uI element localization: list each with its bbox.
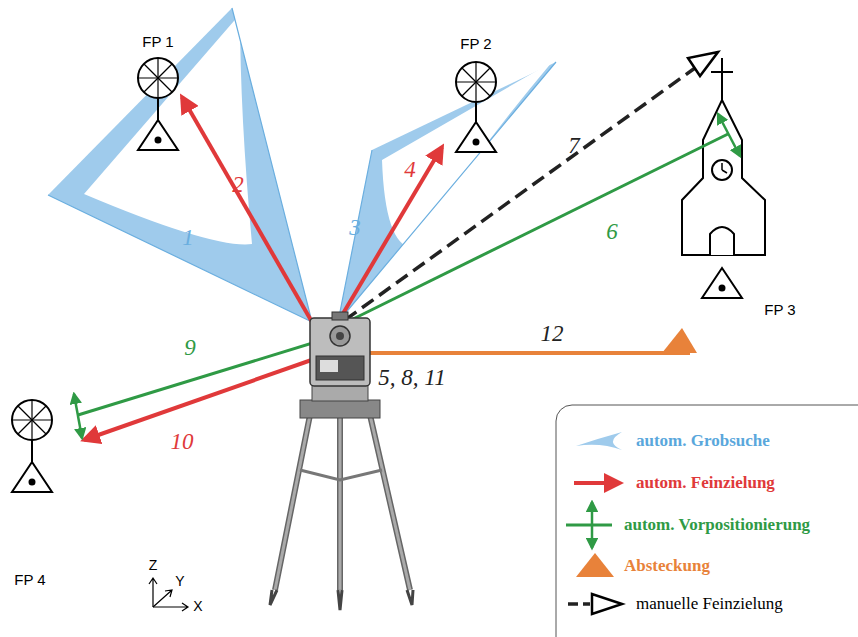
- axis-label: Y: [175, 574, 184, 589]
- target-symbol: [12, 400, 52, 492]
- legend-sample: [568, 602, 590, 606]
- fine-aiming-arrow: [84, 350, 340, 440]
- stakeout-mark: [662, 328, 697, 353]
- callout-number: 4: [404, 157, 416, 182]
- callout-number: 12: [541, 321, 564, 346]
- callout-number: 2: [232, 172, 244, 197]
- manual-aiming-line: [345, 68, 695, 320]
- fine-aiming-arrow: [338, 147, 442, 322]
- manual-aiming-head: [688, 52, 718, 76]
- prepositioning-arrow: [74, 394, 82, 438]
- prepositioning-line: [345, 134, 728, 323]
- coarse-search-fan: [48, 8, 312, 322]
- point-label: FP 2: [460, 36, 491, 53]
- legend-sample: [566, 524, 612, 527]
- axis-label: Z: [149, 558, 158, 573]
- legend-sample: [576, 432, 622, 450]
- total-station: [270, 312, 413, 610]
- legend-text: autom. Grobsuche: [636, 432, 770, 451]
- legend-text: manuelle Feinzielung: [636, 595, 783, 614]
- point-label: FP 1: [142, 34, 173, 51]
- church-symbol: [682, 58, 765, 298]
- legend-box: [556, 405, 858, 637]
- callout-number: 5, 8, 11: [378, 365, 445, 390]
- axis-label: X: [193, 599, 202, 614]
- legend-sample: [591, 502, 594, 548]
- legend-sample: [574, 481, 620, 485]
- legend-text: Absteckung: [624, 557, 710, 576]
- prepositioning-arrow: [718, 114, 740, 156]
- legend-text: autom. Vorpositionierung: [624, 516, 810, 535]
- stakeout-line: [356, 351, 690, 355]
- legend-sample: [576, 553, 614, 577]
- callout-number: 7: [568, 133, 580, 158]
- legend-sample: [592, 594, 622, 614]
- callout-number: 1: [182, 225, 194, 250]
- point-label: FP 4: [14, 572, 45, 589]
- fine-aiming-arrow: [182, 97, 312, 322]
- point-label: FP 3: [764, 302, 795, 319]
- legend-text: autom. Feinzielung: [636, 474, 775, 493]
- target-symbol: [456, 62, 496, 152]
- target-symbol: [138, 58, 178, 150]
- callout-number: 3: [349, 215, 361, 240]
- callout-number: 9: [184, 335, 196, 360]
- callout-number: 10: [171, 429, 194, 454]
- callout-number: 6: [606, 219, 618, 244]
